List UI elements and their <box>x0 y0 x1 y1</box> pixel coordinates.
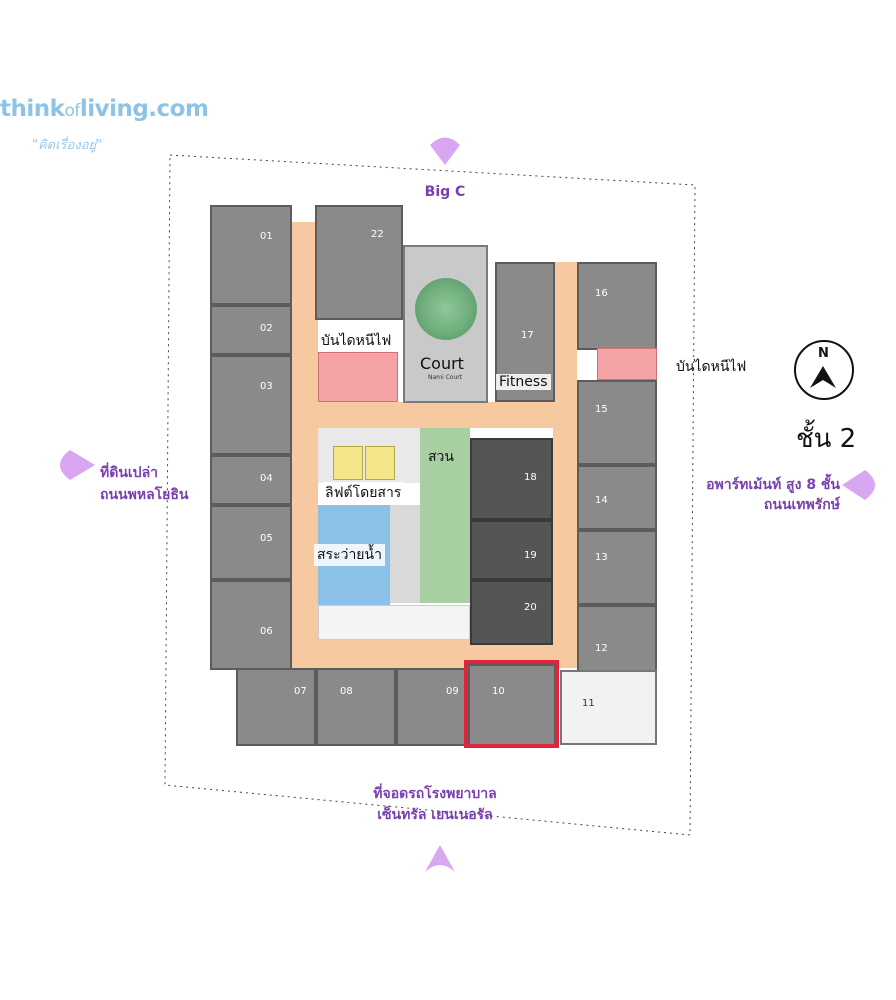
pin-right-icon <box>842 470 875 500</box>
lift-left <box>333 446 363 480</box>
logo: thinkofliving.com <box>0 96 209 122</box>
unit-06[interactable]: 06 <box>210 580 292 670</box>
pool-deck-stairs <box>390 505 420 603</box>
unit-22[interactable]: 22 <box>315 205 403 320</box>
fire-stair-left <box>318 352 398 402</box>
unit-14[interactable]: 14 <box>577 465 657 530</box>
unit-18[interactable]: 18 <box>470 438 553 520</box>
unit-12[interactable]: 12 <box>577 605 657 675</box>
floor-label: ชั้น 2 <box>796 424 857 454</box>
compass <box>794 340 854 400</box>
unit-04[interactable]: 04 <box>210 455 292 505</box>
direction-bottom-line2: เซ็นทรัล เยนเนอรัล <box>377 807 493 823</box>
direction-top: Big C <box>424 184 466 200</box>
unit-15[interactable]: 15 <box>577 380 657 465</box>
north-arrow-icon <box>810 366 836 388</box>
unit-11[interactable]: 11 <box>560 670 657 745</box>
corridor-east <box>553 262 577 668</box>
logo-text-main: think <box>0 96 65 122</box>
unit-09[interactable]: 09 <box>396 668 468 746</box>
direction-left-line2: ถนนพหลโยธิน <box>100 487 189 503</box>
lift-label: ลิฟต์โดยสาร <box>322 482 405 504</box>
tree-icon <box>415 278 477 340</box>
logo-text-of: of <box>64 101 80 121</box>
corridor-center <box>318 402 558 428</box>
pin-top-icon <box>430 137 460 165</box>
fire-stair-right <box>597 348 657 380</box>
unit-07[interactable]: 07 <box>236 668 316 746</box>
unit-19[interactable]: 19 <box>470 520 553 580</box>
garden-label: สวน <box>428 449 454 465</box>
unit-08[interactable]: 08 <box>316 668 396 746</box>
unit-10-highlight <box>464 660 559 748</box>
fitness-label: Fitness <box>496 374 551 390</box>
direction-right-line2: ถนนเทพรักษ์ <box>763 497 840 513</box>
unit-13[interactable]: 13 <box>577 530 657 605</box>
lift-right <box>365 446 395 480</box>
compass-label: N <box>818 346 829 361</box>
logo-text-end: living.com <box>79 96 209 122</box>
unit-01[interactable]: 01 <box>210 205 292 305</box>
court-sublabel: Nami Court <box>428 374 463 381</box>
unit-05[interactable]: 05 <box>210 505 292 580</box>
corridor-west <box>290 222 318 667</box>
court-label: Court <box>420 354 464 373</box>
pin-bottom-icon <box>425 845 455 872</box>
pin-left-icon <box>60 450 95 480</box>
tagline: "คิดเรื่องอยู่" <box>32 138 103 153</box>
garden <box>420 428 470 603</box>
unit-03[interactable]: 03 <box>210 355 292 455</box>
direction-left-line1: ที่ดินเปล่า <box>100 465 159 481</box>
unit-16[interactable]: 16 <box>577 262 657 350</box>
fire-stair-left-label: บันไดหนีไฟ <box>318 330 395 352</box>
pool-terrace <box>318 605 470 640</box>
direction-right-line1: อพาร์ทเม้นท์ สูง 8 ชั้น <box>706 477 840 493</box>
fire-stair-right-label: บันไดหนีไฟ <box>676 359 747 375</box>
unit-02[interactable]: 02 <box>210 305 292 355</box>
pool-label: สระว่ายน้ำ <box>314 544 385 566</box>
direction-bottom-line1: ที่จอดรถโรงพยาบาล <box>373 786 497 802</box>
unit-20[interactable]: 20 <box>470 580 553 645</box>
